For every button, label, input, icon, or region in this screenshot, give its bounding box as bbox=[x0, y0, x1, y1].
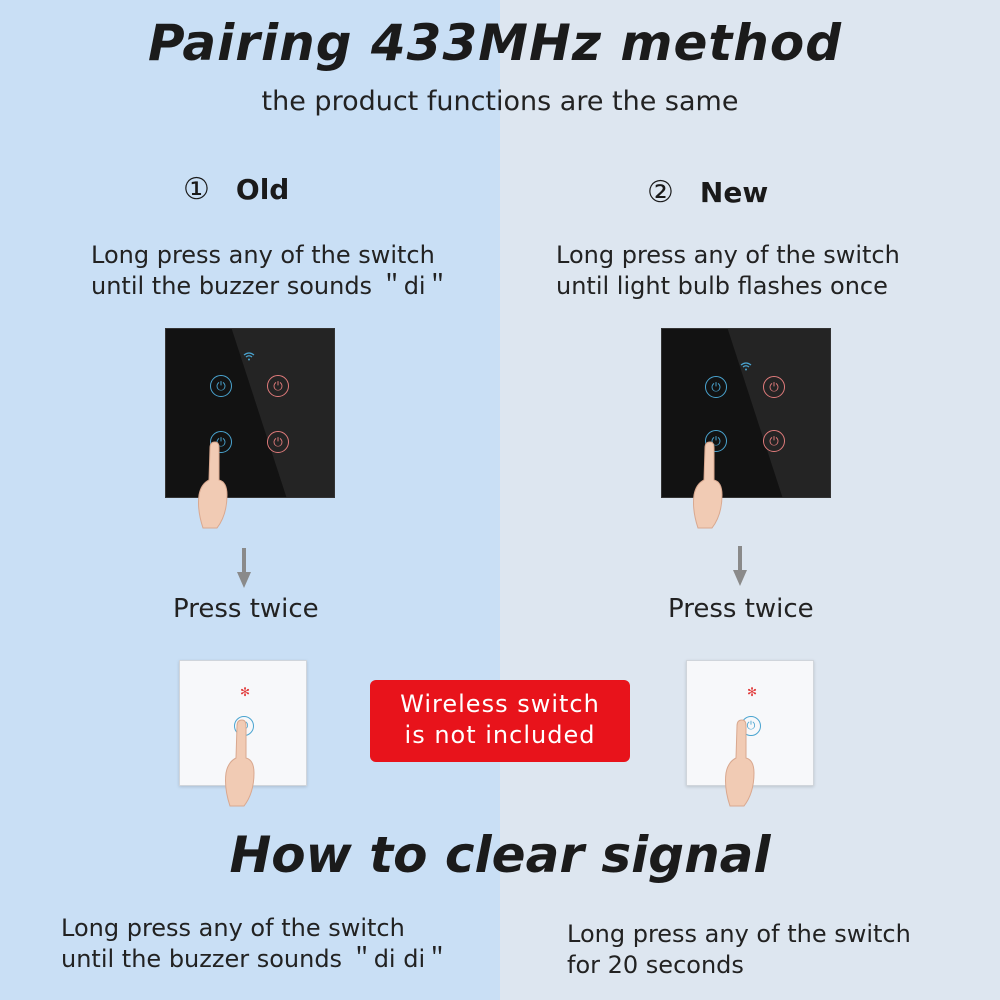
page-title: Pairing 433MHz method bbox=[147, 14, 843, 72]
new-heading: ② New bbox=[647, 175, 768, 210]
arrow-down-icon bbox=[237, 548, 251, 588]
old-desc-line2: until the buzzer sounds ＂di＂ bbox=[91, 272, 450, 300]
pointing-hand-icon bbox=[225, 719, 255, 807]
power-icon: ⏻ bbox=[705, 376, 727, 398]
pointing-hand-icon bbox=[693, 441, 723, 529]
old-description: Long press any of the switch until the b… bbox=[91, 240, 450, 302]
new-description: Long press any of the switch until light… bbox=[556, 240, 900, 302]
clear-right-description: Long press any of the switch for 20 seco… bbox=[567, 919, 911, 981]
panel-sheen bbox=[721, 329, 830, 497]
clear-title: How to clear signal bbox=[229, 826, 771, 884]
wifi-icon bbox=[243, 351, 255, 364]
new-press-text: Press twice bbox=[668, 594, 814, 624]
indicator-icon: ✻ bbox=[240, 685, 251, 699]
power-icon: ⏻ bbox=[763, 376, 785, 398]
new-desc-line1: Long press any of the switch bbox=[556, 241, 900, 269]
arrow-down-icon bbox=[733, 546, 747, 586]
pointing-hand-icon bbox=[198, 441, 228, 529]
new-label: New bbox=[699, 176, 769, 209]
old-label: Old bbox=[235, 173, 290, 206]
power-icon: ⏻ bbox=[705, 430, 727, 452]
clear-left-description: Long press any of the switch until the b… bbox=[61, 913, 449, 975]
right-background bbox=[500, 0, 1000, 1000]
old-switch-panel: ⏻ ⏻ ⏻ ⏻ bbox=[165, 328, 335, 498]
power-icon: ⏻ bbox=[763, 430, 785, 452]
power-icon: ⏻ bbox=[210, 431, 232, 453]
clear-left-line1: Long press any of the switch bbox=[61, 914, 405, 942]
old-number: ① bbox=[183, 172, 210, 207]
left-background bbox=[0, 0, 500, 1000]
old-press-text: Press twice bbox=[173, 594, 319, 624]
notice-line1: Wireless switch bbox=[400, 690, 600, 718]
old-desc-line1: Long press any of the switch bbox=[91, 241, 435, 269]
power-icon: ⏻ bbox=[210, 375, 232, 397]
new-number: ② bbox=[647, 175, 674, 210]
power-icon: ⏻ bbox=[267, 431, 289, 453]
notice-line2: is not included bbox=[404, 721, 596, 749]
clear-left-line2: until the buzzer sounds ＂di di＂ bbox=[61, 945, 450, 973]
power-icon: ⏻ bbox=[267, 375, 289, 397]
new-desc-line2: until light bulb flashes once bbox=[556, 272, 888, 300]
pointing-hand-icon bbox=[725, 719, 755, 807]
new-switch-panel: ⏻ ⏻ ⏻ ⏻ bbox=[661, 328, 831, 498]
clear-right-line1: Long press any of the switch bbox=[567, 920, 911, 948]
old-heading: ① Old bbox=[183, 172, 289, 207]
wifi-icon bbox=[740, 361, 752, 374]
page-subtitle: the product functions are the same bbox=[261, 86, 739, 117]
not-included-badge: Wireless switch is not included bbox=[370, 680, 630, 762]
clear-right-line2: for 20 seconds bbox=[567, 951, 744, 979]
panel-sheen bbox=[225, 329, 334, 497]
indicator-icon: ✻ bbox=[747, 685, 758, 699]
